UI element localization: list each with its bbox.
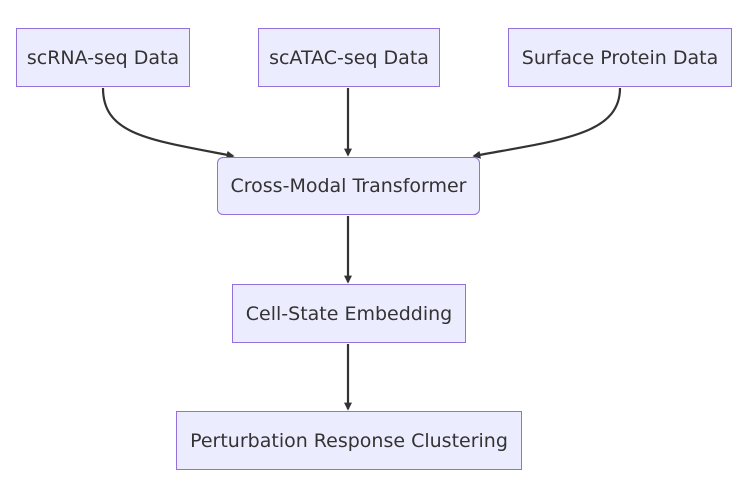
node-label: Cell-State Embedding — [245, 302, 453, 325]
node-surface-protein-data: Surface Protein Data — [508, 28, 732, 87]
node-cell-state-embedding: Cell-State Embedding — [232, 284, 466, 343]
node-perturbation-response-clustering: Perturbation Response Clustering — [176, 411, 522, 470]
node-label: scATAC-seq Data — [269, 46, 429, 69]
node-label: scRNA-seq Data — [26, 46, 180, 69]
node-scrna-seq-data: scRNA-seq Data — [16, 28, 190, 87]
edge-scrna-to-cross-modal — [101, 87, 235, 159]
node-label: Cross-Modal Transformer — [230, 175, 467, 197]
node-label: Surface Protein Data — [521, 46, 719, 69]
node-scatac-seq-data: scATAC-seq Data — [258, 28, 440, 87]
node-cross-modal-transformer: Cross-Modal Transformer — [217, 157, 480, 215]
node-label: Perturbation Response Clustering — [190, 429, 508, 452]
edge-surface-to-cross-modal — [472, 87, 622, 159]
